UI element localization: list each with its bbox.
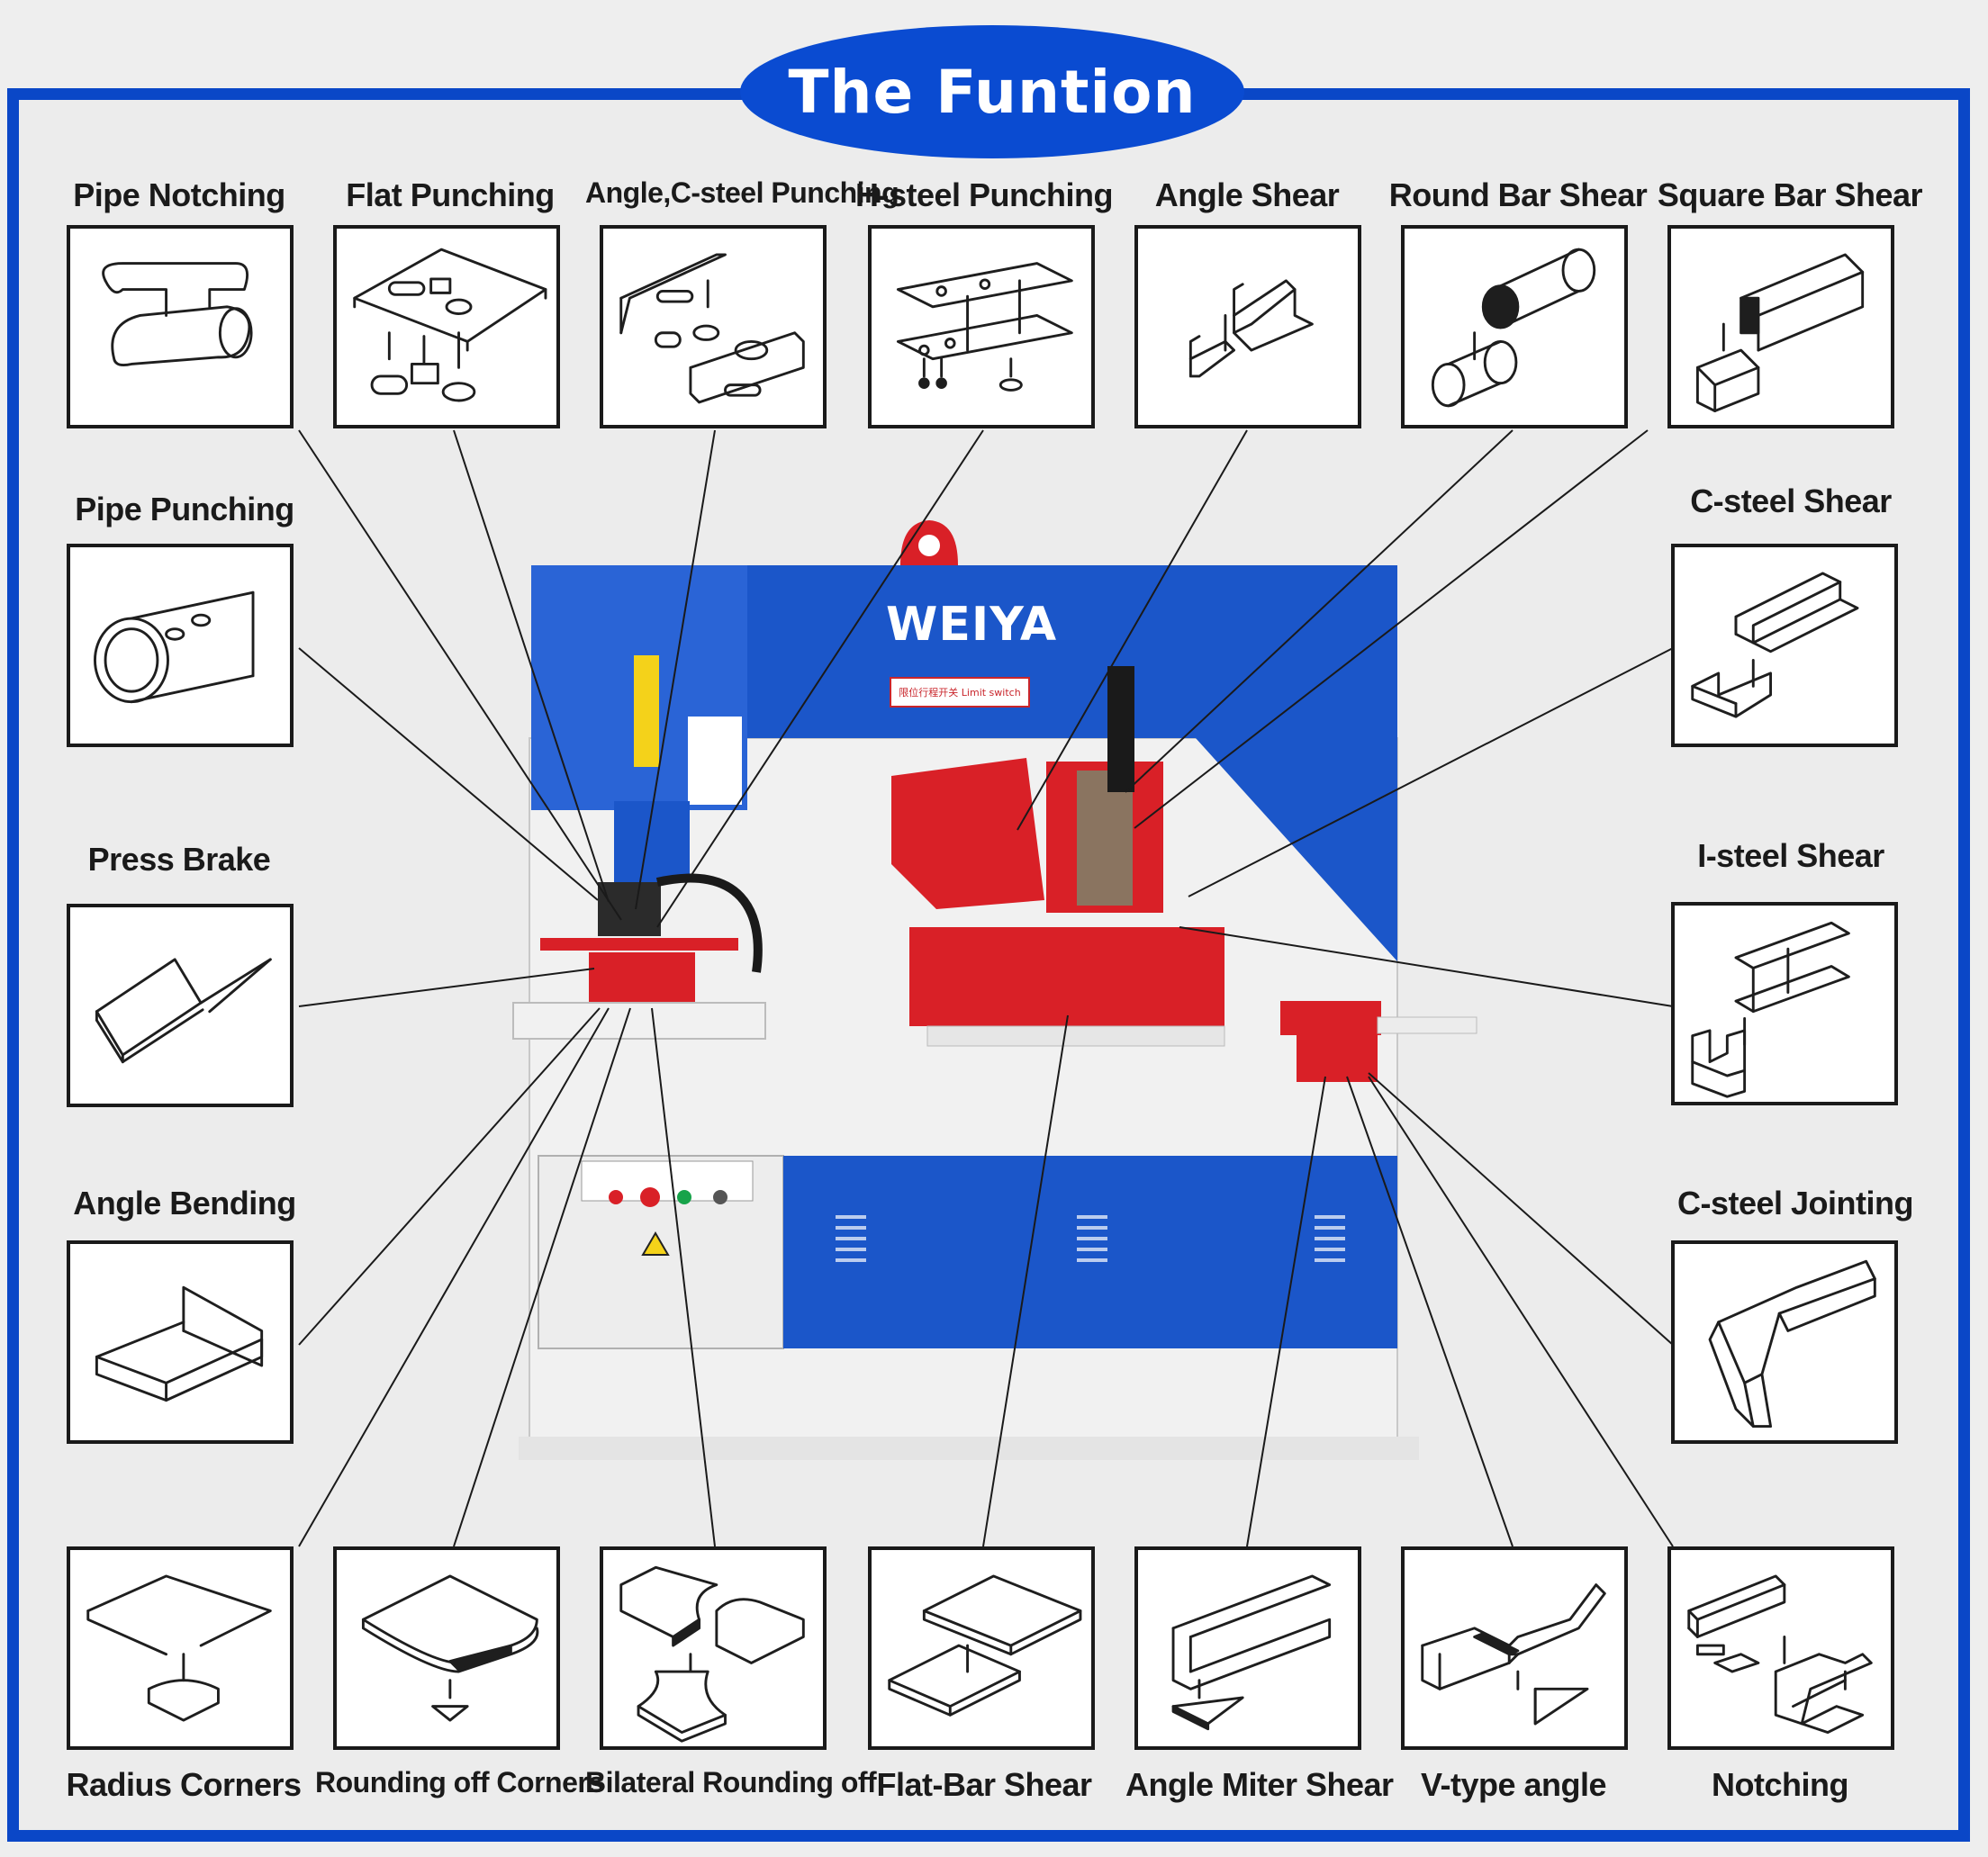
limit-switch-plate: 限位行程开关 Limit switch [890,677,1030,708]
lifting-eye-icon [900,520,958,565]
icon-box-angle-shear [1134,225,1361,428]
label-bilateral-rounding-off: Bilateral Rounding off [585,1766,877,1798]
icon-box-i-steel-shear [1671,902,1898,1105]
label-h-steel-punching: H-steel Punching [854,176,1114,213]
flat-bar-shear-icon [888,1574,1082,1717]
icon-box-flat-bar-shear [868,1546,1095,1750]
label-v-type-angle: V-type angle [1420,1766,1607,1803]
label-flat-bar-shear: Flat-Bar Shear [876,1766,1092,1803]
pipe-punching-icon [94,590,255,704]
angle-shear-icon [1188,279,1314,378]
icon-box-angle-bending [67,1240,294,1444]
square-bar-shear-icon [1695,253,1865,413]
label-round-bar-shear: Round Bar Shear [1388,176,1648,213]
angle-miter-shear-icon [1171,1574,1332,1731]
icon-box-bilateral-rounding-off [600,1546,827,1750]
brand-logo: WEIYA [886,598,1058,652]
label-angle-shear: Angle Shear [1154,176,1340,213]
radius-corners-icon [86,1574,272,1722]
title-banner: The Funtion [740,25,1244,158]
v-type-angle-icon [1421,1583,1606,1726]
icon-box-rounding-off-corners [333,1546,560,1750]
label-angle-bending: Angle Bending [73,1185,296,1221]
icon-box-c-steel-jointing [1671,1240,1898,1444]
icon-box-c-steel-shear [1671,544,1898,747]
label-i-steel-shear: I-steel Shear [1697,837,1884,874]
label-square-bar-shear: Square Bar Shear [1657,176,1923,213]
label-press-brake: Press Brake [87,841,271,878]
icon-box-square-bar-shear [1667,225,1894,428]
notching-icon [1687,1574,1873,1735]
i-steel-shear-icon [1691,921,1850,1098]
icon-box-radius-corners [67,1546,294,1750]
label-notching: Notching [1712,1766,1848,1803]
angle-c-steel-punching-icon [619,253,805,404]
label-angle-c-steel-punching: Angle,C-steel Punching [585,176,899,209]
icon-box-angle-miter-shear [1134,1546,1361,1750]
press-brake-icon [95,958,272,1064]
pipe-notching-icon [102,262,253,367]
rounding-off-corners-icon [361,1574,539,1722]
icon-box-flat-punching [333,225,560,428]
c-steel-shear-icon [1691,572,1859,718]
label-c-steel-shear: C-steel Shear [1690,482,1892,519]
icon-box-pipe-notching [67,225,294,428]
c-steel-jointing-icon [1708,1259,1876,1429]
icon-box-notching [1667,1546,1894,1750]
icon-box-v-type-angle [1401,1546,1628,1750]
label-radius-corners: Radius Corners [66,1766,302,1803]
round-bar-shear-icon [1431,248,1596,408]
icon-box-pipe-punching [67,544,294,747]
icon-box-h-steel-punching [868,225,1095,428]
label-flat-punching: Flat Punching [346,176,555,213]
label-angle-miter-shear: Angle Miter Shear [1125,1766,1394,1803]
label-pipe-punching: Pipe Punching [75,491,294,527]
h-steel-punching-icon [896,262,1073,392]
title-text: The Funtion [788,57,1197,127]
machine-head [531,565,1397,961]
label-c-steel-jointing: C-steel Jointing [1676,1185,1914,1221]
label-pipe-notching: Pipe Notching [73,176,285,213]
icon-box-round-bar-shear [1401,225,1628,428]
bilateral-rounding-off-icon [619,1565,805,1743]
label-rounding-off-corners: Rounding off Corners [315,1766,604,1798]
angle-bending-icon [95,1285,264,1402]
icon-box-press-brake [67,904,294,1107]
flat-punching-icon [353,248,547,402]
icon-box-angle-c-steel-punching [600,225,827,428]
